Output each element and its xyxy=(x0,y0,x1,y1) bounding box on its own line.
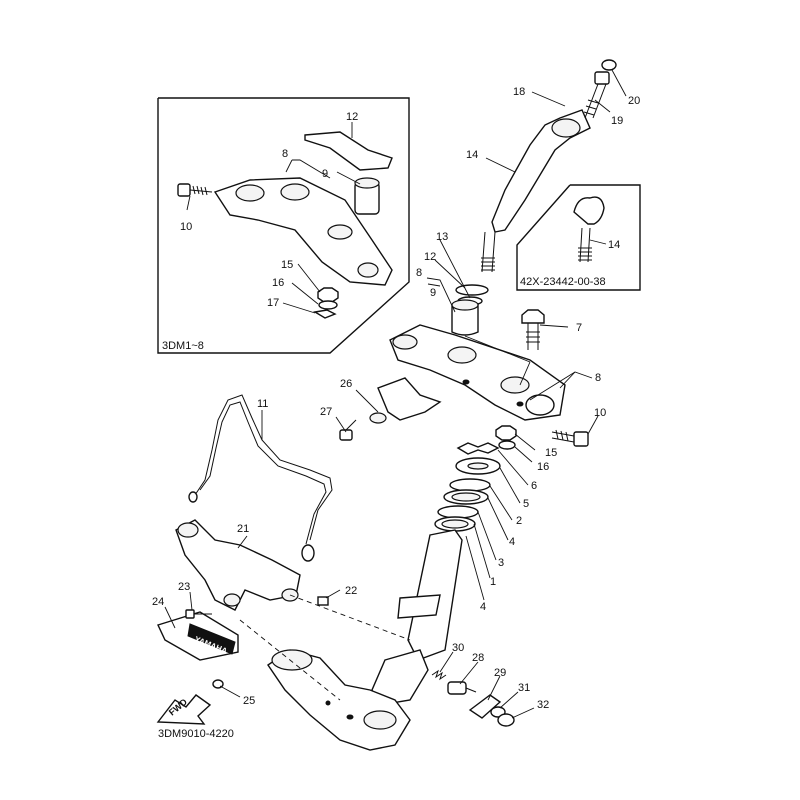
callout-14: 14 xyxy=(466,149,478,161)
callout-1: 1 xyxy=(490,576,496,588)
nut-15-inset xyxy=(317,287,339,303)
inset-3dm-upper-bracket: 12 8 9 10 15 16 17 3DM1~8 xyxy=(157,97,410,354)
spring-30 xyxy=(431,669,447,681)
bolt-27 xyxy=(339,419,357,441)
callout-9: 9 xyxy=(430,287,436,299)
inset-42x-handlebar: 14 42X-23442-00-38 xyxy=(516,184,641,291)
callout-19: 19 xyxy=(611,115,623,127)
steering-stem-4 xyxy=(371,529,463,706)
callout-8: 8 xyxy=(416,267,422,279)
callout-20: 20 xyxy=(628,95,640,107)
bolt-7 xyxy=(521,309,545,350)
plate-12 xyxy=(304,131,393,171)
callout-5: 5 xyxy=(523,498,529,510)
callout-2: 2 xyxy=(516,515,522,527)
callout-9-inset: 9 xyxy=(322,168,328,180)
callout-3: 3 xyxy=(498,557,504,569)
callout-16: 16 xyxy=(537,461,549,473)
plate-29 xyxy=(468,694,502,719)
washer-12 xyxy=(455,284,489,296)
callout-6: 6 xyxy=(531,480,537,492)
lock-28 xyxy=(447,681,477,695)
clip-22 xyxy=(317,596,329,606)
callout-18: 18 xyxy=(513,86,525,98)
callout-21: 21 xyxy=(237,523,249,535)
callout-17-inset: 17 xyxy=(267,297,279,309)
callout-26: 26 xyxy=(340,378,352,390)
handlebar-14-inset xyxy=(573,196,605,225)
handlebar-14 xyxy=(481,109,591,273)
callout-12: 12 xyxy=(424,251,436,263)
callout-13: 13 xyxy=(436,231,448,243)
upper-bracket-inset xyxy=(213,177,393,286)
callout-14-inset: 14 xyxy=(608,239,620,251)
meter-bracket-21 xyxy=(175,519,301,611)
bolt-10 xyxy=(551,429,589,447)
inset-left-caption: 3DM1~8 xyxy=(162,340,204,352)
callout-32: 32 xyxy=(537,699,549,711)
callout-24: 24 xyxy=(152,596,164,608)
emblem-24: YAMAHA xyxy=(157,611,239,661)
clip-17-inset xyxy=(313,309,337,319)
washer-16 xyxy=(498,440,516,450)
callout-10: 10 xyxy=(594,407,606,419)
callout-22: 22 xyxy=(345,585,357,597)
callout-28: 28 xyxy=(472,652,484,664)
frame-head-pipe xyxy=(267,649,411,751)
bracket-26 xyxy=(369,377,442,424)
ring-nut-6 xyxy=(456,442,500,455)
nut-15 xyxy=(495,425,517,441)
bolt-19 xyxy=(583,71,610,119)
callout-8-right: 8 xyxy=(595,372,601,384)
callout-29: 29 xyxy=(494,667,506,679)
leader-lines xyxy=(164,69,627,719)
screw-23 xyxy=(185,609,212,619)
wire-harness-11 xyxy=(188,394,333,562)
bushing-9 xyxy=(451,299,479,336)
callout-15: 15 xyxy=(545,447,557,459)
cap-20 xyxy=(601,59,617,71)
fwd-arrow: FWD xyxy=(156,694,212,725)
reference-line xyxy=(239,619,341,701)
bolt-10-inset xyxy=(177,183,213,197)
callout-11: 11 xyxy=(257,398,268,410)
cap-32 xyxy=(497,713,515,727)
callout-25: 25 xyxy=(243,695,255,707)
callout-30: 30 xyxy=(452,642,464,654)
callout-4-lower: 4 xyxy=(480,601,486,613)
callout-7: 7 xyxy=(576,322,582,334)
callout-4-upper: 4 xyxy=(509,536,515,548)
callout-10-inset: 10 xyxy=(180,221,192,233)
callout-16-inset: 16 xyxy=(272,277,284,289)
callout-12-inset: 12 xyxy=(346,111,358,123)
callout-15-inset: 15 xyxy=(281,259,293,271)
inset-right-caption: 42X-23442-00-38 xyxy=(520,276,606,288)
callout-23: 23 xyxy=(178,581,190,593)
race-3 xyxy=(437,505,479,519)
washer-16-inset xyxy=(318,300,338,310)
reference-line xyxy=(289,594,411,641)
callout-8-inset: 8 xyxy=(282,148,288,160)
race-2 xyxy=(449,478,491,492)
callout-31: 31 xyxy=(518,682,530,694)
main-callouts: 18 20 19 14 13 12 8 9 7 8 10 26 27 15 16… xyxy=(152,86,640,711)
footer-code: 3DM9010-4220 xyxy=(158,728,234,740)
callout-27: 27 xyxy=(320,406,332,418)
